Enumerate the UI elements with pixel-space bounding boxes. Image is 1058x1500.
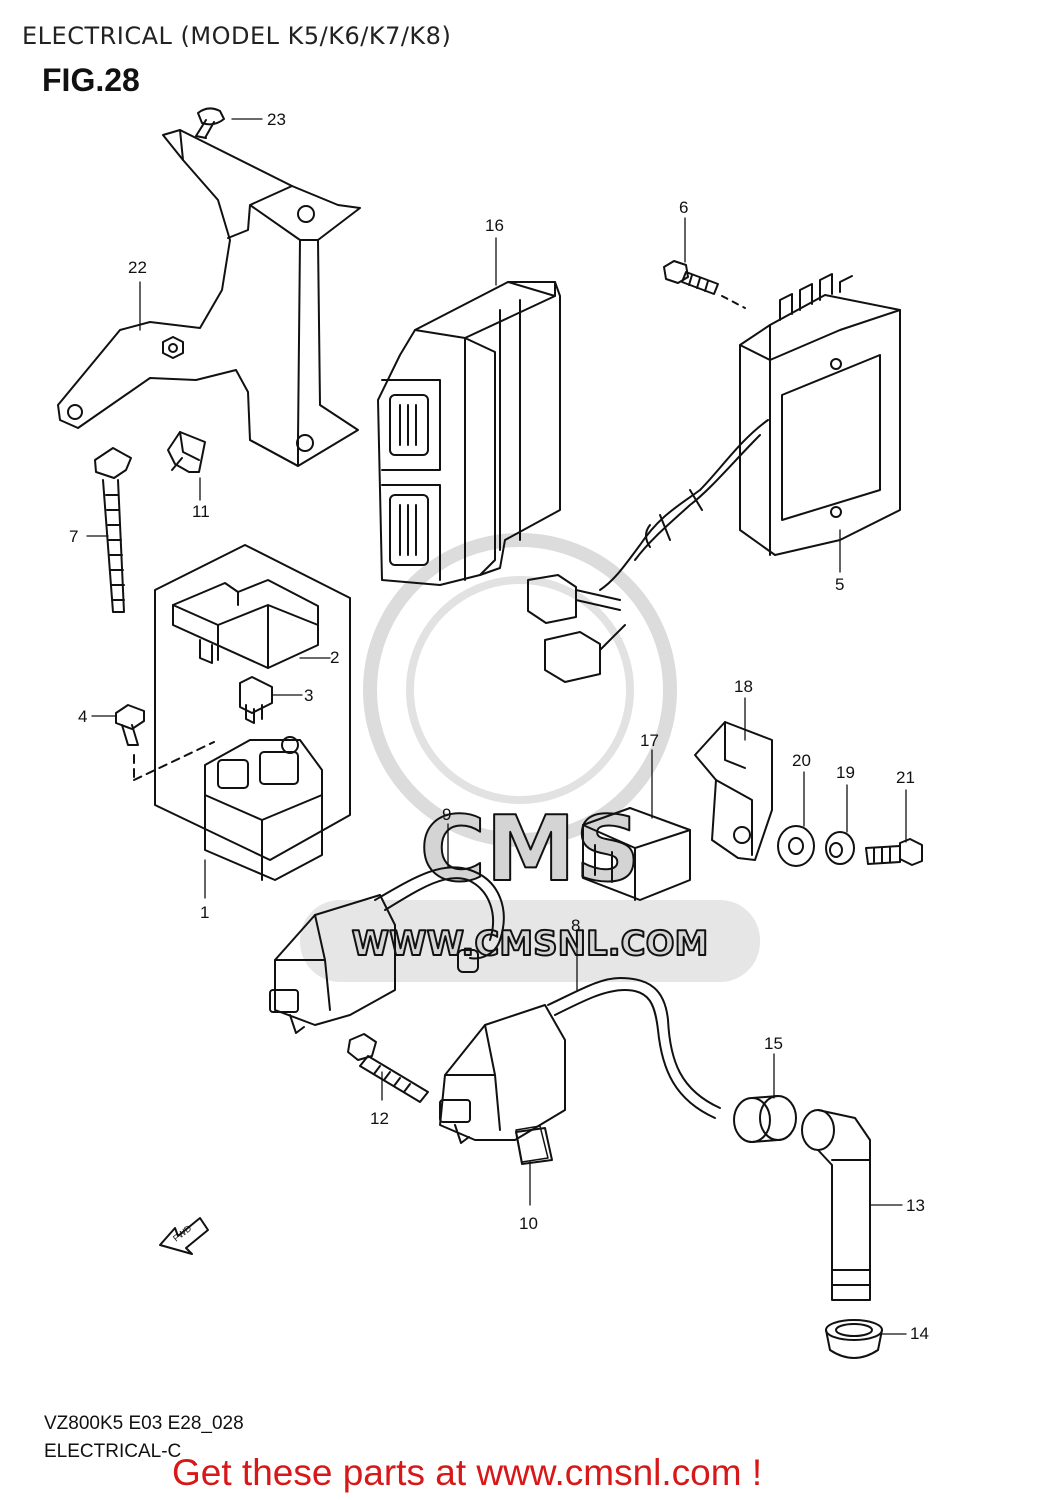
label-1: 1 [200,903,209,922]
part-3-fuse[interactable] [239,676,273,724]
label-23: 23 [267,110,286,129]
label-3: 3 [304,686,313,705]
part-15-cap-seal[interactable] [733,1095,797,1143]
cms-watermark: CMS WWW.CMSNL.COM [300,533,760,982]
part-10-collar[interactable] [515,1125,549,1163]
label-6: 6 [679,198,688,217]
label-10: 10 [519,1214,538,1233]
label-13: 13 [906,1196,925,1215]
label-21: 21 [896,768,915,787]
diagram-group: ELECTRICAL-C [44,1441,182,1462]
label-22: 22 [128,258,147,277]
label-14: 14 [910,1324,929,1343]
part-2-relay-cover[interactable] [172,579,319,669]
label-18: 18 [734,677,753,696]
part-5-regulator-rectifier[interactable] [739,273,901,556]
figure-number: FIG.28 [42,62,140,98]
part-1-starter-relay[interactable] [204,736,323,881]
label-9: 9 [442,805,451,824]
label-19: 19 [836,763,855,782]
part-13-spark-plug-cap[interactable] [801,1109,871,1301]
part-22-bracket[interactable] [57,129,361,467]
part-14-seal[interactable] [825,1319,883,1359]
part-12-bolt[interactable] [347,1033,429,1103]
label-20: 20 [792,751,811,770]
diagram-code: VZ800K5 E03 E28_028 [44,1413,244,1434]
page-title: ELECTRICAL (MODEL K5/K6/K7/K8) [22,22,452,50]
label-7: 7 [69,527,78,546]
part-18-bracket[interactable] [694,721,773,861]
part-1-starter-relay-assembly[interactable] [154,544,351,861]
regulator-harness[interactable] [527,419,769,683]
forward-direction-arrow: FWD [159,1217,209,1255]
part-19-collar[interactable] [825,831,855,865]
label-5: 5 [835,575,844,594]
part-17-relay[interactable] [582,807,691,901]
label-16: 16 [485,216,504,235]
part-16-ecu[interactable] [377,281,561,586]
part-labels: 23 22 16 6 5 7 11 2 3 4 1 18 17 [69,110,929,1343]
part-23-screw[interactable] [195,107,225,139]
label-4: 4 [78,707,87,726]
part-20-grommet[interactable] [777,825,815,867]
part-7-cable-tie[interactable] [94,447,132,613]
part-4-screw[interactable] [115,704,215,781]
watermark-brand: CMS [420,797,640,902]
label-15: 15 [764,1034,783,1053]
watermark-url: WWW.CMSNL.COM [352,924,709,964]
part-9-ignition-coil-front[interactable] [269,866,505,1034]
part-6-bolt[interactable] [663,260,746,309]
promo-link[interactable]: Get these parts at www.cmsnl.com ! [172,1452,763,1493]
label-2: 2 [330,648,339,667]
label-17: 17 [640,731,659,750]
label-8: 8 [571,916,580,935]
part-11-clamp[interactable] [167,431,206,473]
part-8-ignition-coil-rear[interactable] [439,977,721,1165]
label-12: 12 [370,1109,389,1128]
label-11: 11 [192,502,210,521]
part-21-bolt[interactable] [865,838,923,866]
